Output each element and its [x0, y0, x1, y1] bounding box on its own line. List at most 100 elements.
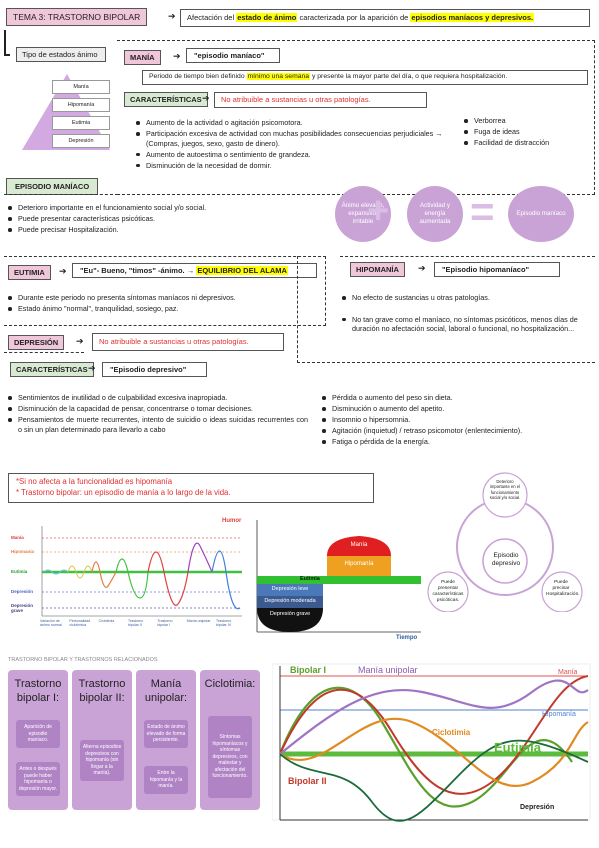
pyramid-tag: Tipo de estados ánimo [16, 47, 106, 62]
arrow-right-icon: ➔ [173, 51, 181, 61]
list-item: Pensamientos de muerte recurrentes, inte… [6, 415, 308, 434]
card-bipolar-2: Trastorno bipolar II: Alterna episodios … [72, 670, 132, 810]
level-label: Hipomanía [542, 711, 576, 718]
divider [4, 194, 118, 196]
chart1-ytitle: Humor [222, 518, 242, 524]
list-item: Verborrea [462, 116, 592, 126]
cycle-node: Puede presentar características psicótic… [432, 580, 464, 603]
level-label: Manía [558, 669, 578, 676]
arrow-right-icon: ➔ [418, 263, 426, 273]
chart1-xlabel: Trastorno bipolar II [127, 619, 144, 628]
list-item: Aumento de autoestima o sentimiento de g… [134, 150, 454, 160]
card-body: Entre la hipomanía y la manía. [144, 766, 188, 794]
chart2-band: Depresión grave [269, 611, 311, 617]
level-label: Depresión [520, 804, 555, 811]
list-item: Disminución o aumento del apetito. [320, 404, 595, 414]
chart2-band: Depresión leve [271, 586, 309, 592]
page-title: TEMA 3: TRASTORNO BIPOLAR [6, 8, 148, 26]
hipomania-frame [297, 256, 595, 363]
list-item: Disminución de la capacidad de pensar, c… [6, 404, 308, 414]
chart1-ylabel: Depresión grave [11, 603, 34, 613]
depresion-tag: DEPRESIÓN [8, 335, 65, 350]
card-ciclotimia: Ciclotimia: Síntomas hipomaníacos y sínt… [200, 670, 260, 810]
depresion-caracteristicas-tag: CARACTERÍSTICAS [10, 362, 94, 377]
card-body: Antes o después puede haber hipomanía o … [16, 762, 60, 796]
chart1-xlabels: Variación de ánimo normal Personalidad c… [40, 619, 240, 628]
series-label: Manía unipolar [358, 665, 418, 675]
divider [340, 256, 595, 258]
chart1-xlabel: Manía unipolar [186, 619, 211, 623]
card-mania-unipolar: Manía unipolar: Estado de ánimo elevado … [136, 670, 196, 810]
list-item: Puede presentar características psicótic… [6, 214, 326, 224]
list-item: Pérdida o aumento del peso sin dieta. [320, 393, 595, 403]
chart1-ylabel: Hipomanía [11, 549, 35, 554]
arrow-right-icon: ➔ [168, 11, 176, 21]
equals-icon: = [470, 188, 495, 235]
corner-arrow-icon [4, 30, 10, 56]
list-item: Aumento de la actividad o agitación psic… [134, 118, 454, 128]
mood-bands-chart [256, 520, 421, 633]
chart1-ylabel: Depresión [11, 589, 34, 594]
notes-box: *Si no afecta a la funcionalidad es hipo… [8, 473, 374, 503]
types-title: TRASTORNO BIPOLAR Y TRASTORNOS RELACIONA… [8, 657, 158, 663]
list-item: Sentimientos de inutilidad o de culpabil… [6, 393, 308, 403]
eutimia-tag: EUTIMIA [8, 265, 51, 280]
card-title: Trastorno bipolar II: [78, 678, 126, 704]
mania-note: No atribuible a sustancias u otras patol… [214, 92, 427, 108]
card-body: Alterna episodios depresivos con hipoman… [80, 740, 124, 781]
list-item: Deterioro importante en el funcionamient… [6, 203, 326, 213]
series-label: Bipolar II [288, 776, 327, 786]
hipomania-tag: HIPOMANÍA [350, 262, 405, 277]
pyramid [22, 74, 110, 150]
circle-animo: Ánimo elevado, expansivo, irritable [335, 186, 391, 242]
arrow-right-icon: ➔ [59, 266, 67, 276]
chart1-ylabel: Manía [11, 535, 24, 540]
list-item: Participación excesiva de actividad con … [134, 129, 454, 148]
depresion-note: No atribuible a sustancias u otras patol… [92, 333, 284, 351]
episodio-maniaco-tag: EPISODIO MANÍACO [6, 178, 99, 195]
card-title: Manía unipolar: [144, 678, 188, 704]
chart1-xlabel: Trastorno bipolar IV [215, 619, 232, 628]
card-bipolar-1: Trastorno bipolar I: Aparición de episod… [8, 670, 68, 810]
cycle-center: Episodio depresivo [491, 552, 521, 568]
chart2-band: Depresión moderada [264, 598, 316, 604]
eutimia-frame [4, 256, 326, 326]
chart2-band: Manía [350, 542, 368, 548]
pyramid-level-hipomania: Hipomanía [52, 98, 110, 112]
chart1-xlabel: Ciclotimia [98, 619, 115, 623]
bipolar-types-chart [272, 663, 591, 822]
list-item: Puede precisar Hospitalización. [6, 225, 326, 235]
mania-definition: Periodo de tiempo bien definido mínimo u… [142, 70, 588, 85]
series-label: Bipolar I [290, 665, 327, 675]
arrow-right-icon: ➔ [76, 336, 84, 346]
card-body: Estado de ánimo elevado de forma persist… [144, 720, 188, 748]
cycle-diagram [427, 472, 583, 612]
list-item: No efecto de sustancias u otras patologí… [340, 293, 590, 303]
series-label: Ciclotimia [432, 728, 471, 737]
chart1-xlabel: Trastorno bipolar I [157, 619, 173, 628]
mania-tag: MANÍA [124, 50, 161, 65]
eutimia-quote: "Eu"- Bueno, "timos" -ánimo. → EQUILIBRI… [72, 263, 317, 278]
cycle-node: Puede precisar Hospitalización. [546, 580, 580, 597]
pyramid-level-depresion: Depresión [52, 134, 110, 148]
list-item: Disminución de la necesidad de dormir. [134, 161, 454, 171]
card-body: Síntomas hipomaníacos y síntomas depresi… [208, 716, 252, 798]
series-label: Eutimia [494, 740, 541, 755]
mania-caracteristicas-tag: CARACTERÍSTICAS [124, 92, 208, 107]
list-item: Fuga de ideas [462, 127, 592, 137]
note-item: * Trastorno bipolar: un episodio de maní… [16, 487, 231, 497]
arrow-right-icon: ➔ [88, 363, 96, 373]
list-item: Agitación (inquietud) / retraso psicomot… [320, 426, 595, 436]
list-item: Estado ánimo "normal", tranquilidad, sos… [6, 304, 326, 314]
eutimia-bullets: Durante este periodo no presenta síntoma… [6, 293, 326, 315]
list-item: Fatiga o pérdida de la energía. [320, 437, 595, 447]
chart1-xlabel: Personalidad ciclotímica [69, 619, 91, 628]
mood-spectrum-chart [41, 526, 242, 617]
chart2-band: Hipomanía [344, 561, 374, 567]
depresion-quote: "Episodio depresivo" [102, 362, 207, 377]
mania-bullets: Aumento de la actividad o agitación psic… [134, 118, 454, 172]
chart1-xlabel: Variación de ánimo normal [40, 619, 62, 628]
mania-quote: "episodio maníaco" [186, 48, 280, 63]
chart2-band: Eutimia [300, 576, 320, 582]
mania-bullets-right: Verborrea Fuga de ideas Facilidad de dis… [462, 116, 592, 149]
